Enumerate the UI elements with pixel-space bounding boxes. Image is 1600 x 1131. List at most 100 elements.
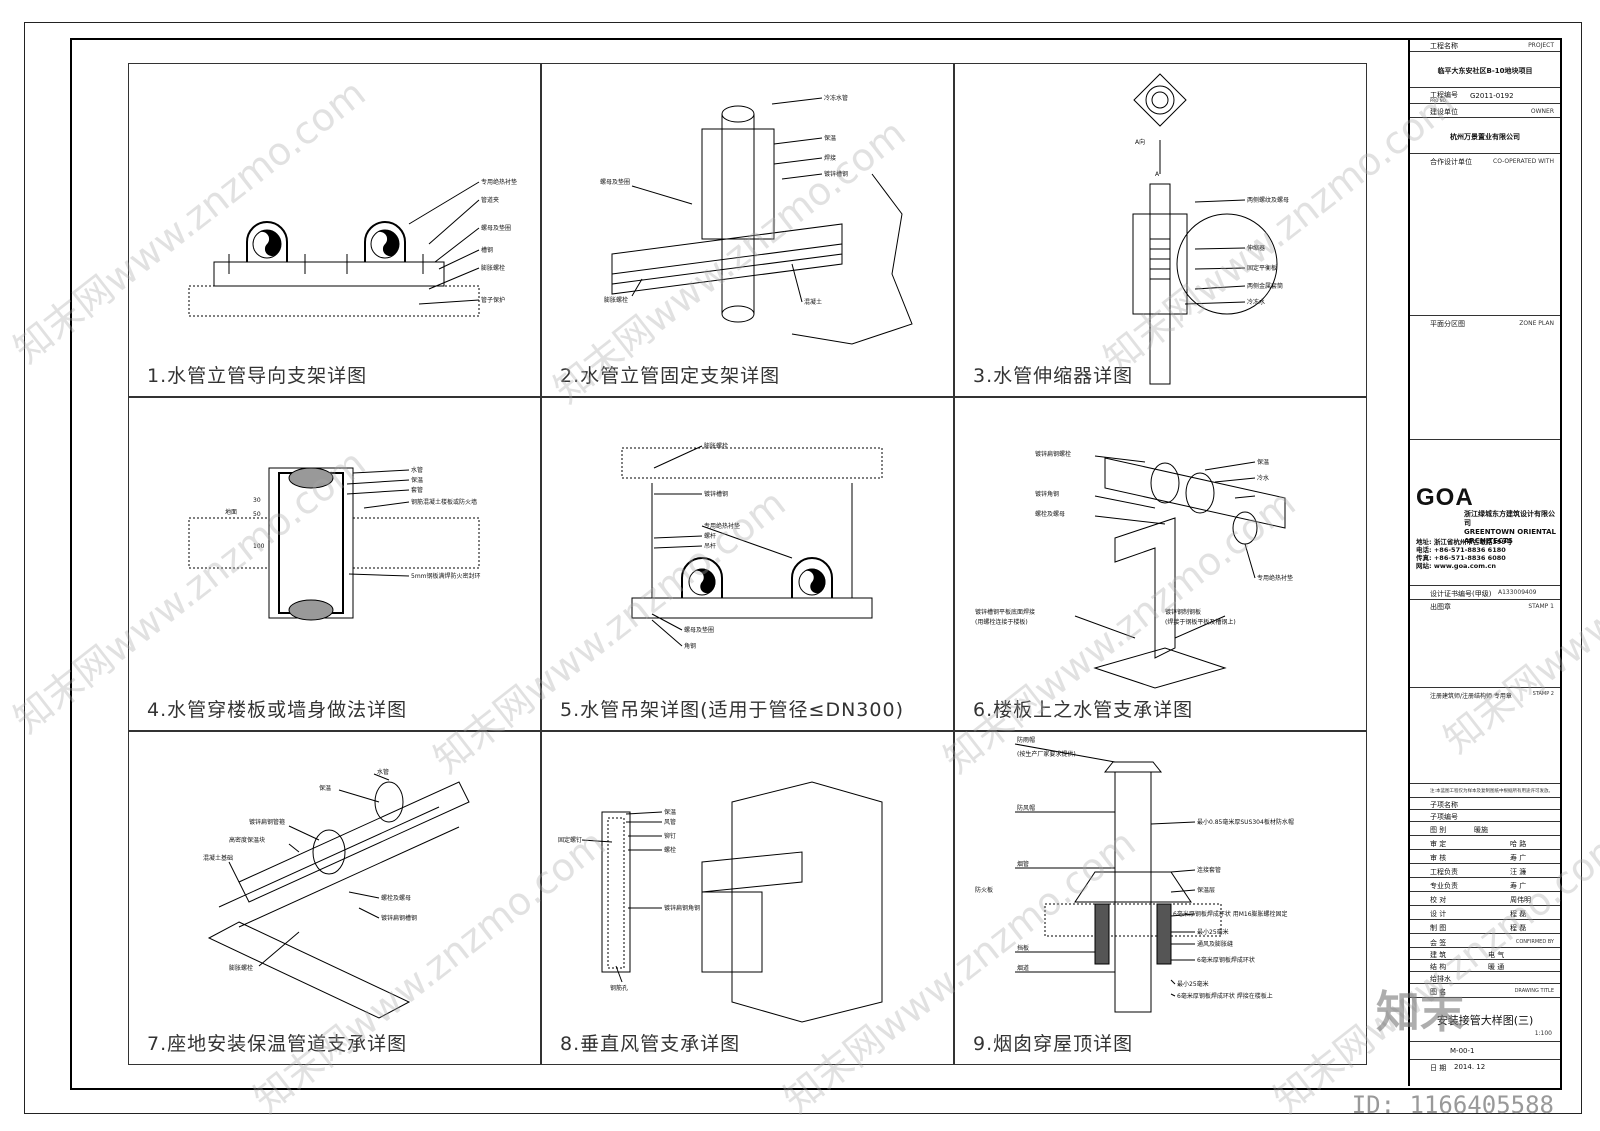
tb-sign-row: 工程负责汪 濂 — [1410, 864, 1560, 878]
detail-8-drawing: 保温 风管 固定螺钉 铆钉 螺栓 镀锌扁钢角钢 钢筋孔 — [558, 781, 883, 1023]
d4-label-5: 地面 — [225, 508, 237, 516]
tb-cat: 暖施 — [1474, 826, 1488, 834]
tb-sign-person: 哈 路 — [1510, 840, 1527, 848]
tb-title-row: 安装接管大样图(三) 1:100 — [1410, 998, 1560, 1042]
d4-label-6: 30 — [253, 497, 261, 504]
tb-date-row: 日 期 2014. 12 — [1410, 1060, 1560, 1074]
caption-5: 5.水管吊架详图(适用于管径≤DN300) — [560, 699, 904, 721]
d6-label-3: 保温 — [1257, 458, 1269, 466]
corner-watermark: 知末 — [1376, 987, 1464, 1038]
caption-1: 1.水管立管导向支架详图 — [147, 365, 368, 387]
tb-date: 2014. 12 — [1454, 1063, 1486, 1071]
tb-stamp2-row: 注册建筑师/注册结构师 专用章 STAMP 2 — [1410, 688, 1560, 784]
tb-coop-en: CO-OPERATED WITH — [1493, 158, 1554, 165]
tb-owner-label: 建设单位 — [1430, 108, 1458, 116]
tb-discipline: 建 筑 — [1430, 951, 1447, 959]
tb-discipline: 电 气 — [1488, 951, 1505, 959]
firm-fax: 传真: +86-571-8836 6080 — [1416, 554, 1506, 562]
tb-sign-role: 制 图 — [1430, 924, 1447, 932]
detail-4-drawing: 水管 保温 套管 钢筋混凝土楼板或防火墙 5mm钢板满焊防火密封环 地面 30 … — [188, 466, 481, 621]
caption-6: 6.楼板上之水管支承详图 — [973, 699, 1194, 721]
d1-label-5: 管子保护 — [481, 296, 505, 304]
d1-label-0: 专用绝热衬垫 — [481, 178, 517, 186]
tb-zone-label: 平面分区图 — [1430, 320, 1465, 328]
d4-label-4: 5mm钢板满焊防火密封环 — [411, 572, 481, 580]
tb-owner-en: OWNER — [1530, 108, 1554, 115]
tb-sign-row: 审 定哈 路 — [1410, 836, 1560, 850]
tb-number-row: M-00-1 — [1410, 1042, 1560, 1060]
d6-label-9: (焊接于钢板平板及槽钢上) — [1165, 618, 1236, 626]
drawing-frame — [70, 38, 1562, 1090]
d1-label-2: 螺母及垫圈 — [481, 224, 511, 232]
d5-label-5: 螺母及垫圈 — [684, 626, 714, 634]
detail-8: 保温 风管 固定螺钉 铆钉 螺栓 镀锌扁钢角钢 钢筋孔 8.垂直风管支承详图 — [541, 731, 954, 1065]
d9-label-7: 防火板 — [975, 886, 993, 894]
tb-title-en: DRAWING TITLE — [1514, 988, 1554, 994]
d8-label-3: 铆钉 — [664, 832, 676, 840]
tb-coop-label: 合作设计单位 — [1430, 158, 1472, 166]
tb-project-no-row: 工程编号 PRO NO. G2011-0192 — [1410, 88, 1560, 104]
tb-cert-label: 设计证书编号(甲级) — [1430, 590, 1492, 598]
firm-addr: 地址: 浙江省杭州市古墩路399号 — [1416, 538, 1513, 546]
d5-label-4: 吊杆 — [704, 542, 716, 550]
d2-label-5: 膨胀螺栓 — [604, 296, 628, 304]
tb-discipline: 暖 通 — [1488, 963, 1505, 971]
d9-label-9: 最小25毫米 — [1197, 928, 1229, 936]
tb-discipline: 给排水 — [1430, 975, 1451, 983]
tb-confirm-label: 会 签 — [1430, 939, 1447, 947]
d6-label-4: 冷水 — [1257, 474, 1269, 482]
d6-label-0: 镀锌扁钢螺栓 — [1035, 450, 1071, 458]
d1-label-1: 管道夹 — [481, 196, 499, 204]
sheet-border — [24, 22, 1582, 1114]
detail-5: 膨胀螺栓 镀锌槽钢 专用绝热衬垫 螺杆 吊杆 螺母及垫圈 角钢 5.水管吊架详图… — [541, 397, 954, 731]
tb-zone-en: ZONE PLAN — [1519, 320, 1554, 327]
tb-confirm-row: 会 签 CONFIRMED BY — [1410, 936, 1560, 948]
tb-note-row: 注:本蓝图工程仅为样本及复制图纸中根据所有用途许可发放。 — [1410, 784, 1560, 798]
d7-label-3: 高密度保温块 — [229, 836, 265, 844]
d3-label-5: 两侧金属套筒 — [1247, 282, 1283, 290]
detail-5-drawing: 膨胀螺栓 镀锌槽钢 专用绝热衬垫 螺杆 吊杆 螺母及垫圈 角钢 — [621, 442, 883, 650]
tb-discipline-row: 结 构暖 通 — [1410, 960, 1560, 972]
d9-label-8: 6毫米厚钢板焊成环状 用M16膨胀螺栓固定 — [1173, 910, 1288, 918]
tb-sub-no-row: 子项编号 — [1410, 810, 1560, 822]
tb-sign-role: 工程负责 — [1430, 868, 1458, 876]
detail-3-drawing: A向 A 两侧螺纹及螺母 伸缩器 固定平衡板 两侧金属套筒 冷冻水 — [1132, 73, 1289, 385]
firm-web: 网站: www.goa.com.cn — [1416, 562, 1496, 570]
d3-label-6: 冷冻水 — [1247, 298, 1265, 306]
firm-en: GREENTOWN ORIENTAL ARCHITECTS — [1464, 528, 1556, 545]
d4-label-8: 100 — [253, 543, 265, 550]
d8-label-5: 镀锌扁钢角钢 — [664, 904, 700, 912]
d3-label-0: A向 — [1135, 138, 1145, 146]
tb-zone-row: 平面分区图 ZONE PLAN — [1410, 316, 1560, 440]
tb-sign-role: 审 核 — [1430, 854, 1447, 862]
d2-label-2: 焊接 — [824, 154, 836, 162]
d6-label-8: 镀锌钢制钢板 — [1165, 608, 1201, 616]
tb-title-label-row: 图 名 DRAWING TITLE — [1410, 984, 1560, 998]
detail-3: A向 A 两侧螺纹及螺母 伸缩器 固定平衡板 两侧金属套筒 冷冻水 3.水管伸缩… — [954, 63, 1367, 397]
d7-label-7: 膨胀螺栓 — [229, 964, 253, 972]
tb-sign-person: 周伟明 — [1510, 896, 1531, 904]
tb-project-label: 工程名称 — [1430, 42, 1458, 50]
tb-stamp1-label: 出图章 — [1430, 603, 1451, 611]
tb-project-row: 临平大东安社区B-10地块项目 — [1410, 52, 1560, 88]
d7-label-4: 混凝土基础 — [203, 854, 233, 862]
tb-sign-person: 程 磊 — [1510, 910, 1527, 918]
tb-stamp1-row: 出图章 STAMP 1 — [1410, 600, 1560, 688]
detail-4: 水管 保温 套管 钢筋混凝土楼板或防火墙 5mm钢板满焊防火密封环 地面 30 … — [128, 397, 541, 731]
tb-cert: A133009409 — [1498, 589, 1537, 596]
d4-label-1: 保温 — [411, 476, 423, 484]
tb-sign-person: 寿 广 — [1510, 854, 1527, 862]
d9-label-11: 6毫米厚钢板焊成环状 — [1197, 956, 1255, 964]
d9-label-15: 6毫米厚钢板焊成环状 焊接在楼板上 — [1177, 992, 1273, 1000]
tb-owner-row: 杭州万景置业有限公司 — [1410, 118, 1560, 154]
d5-label-3: 螺杆 — [704, 532, 716, 540]
tb-note: 注:本蓝图工程仅为样本及复制图纸中根据所有用途许可发放。 — [1430, 789, 1554, 794]
caption-4: 4.水管穿楼板或墙身做法详图 — [147, 699, 408, 721]
detail-6-drawing: 镀锌扁钢螺栓 镀锌角钢 螺栓及螺母 保温 冷水 专用绝热衬垫 镀锌槽钢平板底面焊… — [975, 450, 1293, 689]
detail-7-drawing: 水管 保温 镀锌扁钢管箍 高密度保温块 混凝土基础 螺栓及螺母 镀锌扁钢槽钢 膨… — [203, 768, 470, 1019]
tb-firm-row — [1410, 440, 1560, 586]
tb-scale: 1:100 — [1534, 1030, 1552, 1037]
firm-tel: 电话: +86-571-8836 6180 — [1416, 546, 1506, 554]
tb-sub-no-label: 子项编号 — [1430, 813, 1458, 821]
d1-label-4: 膨胀螺栓 — [481, 264, 505, 272]
